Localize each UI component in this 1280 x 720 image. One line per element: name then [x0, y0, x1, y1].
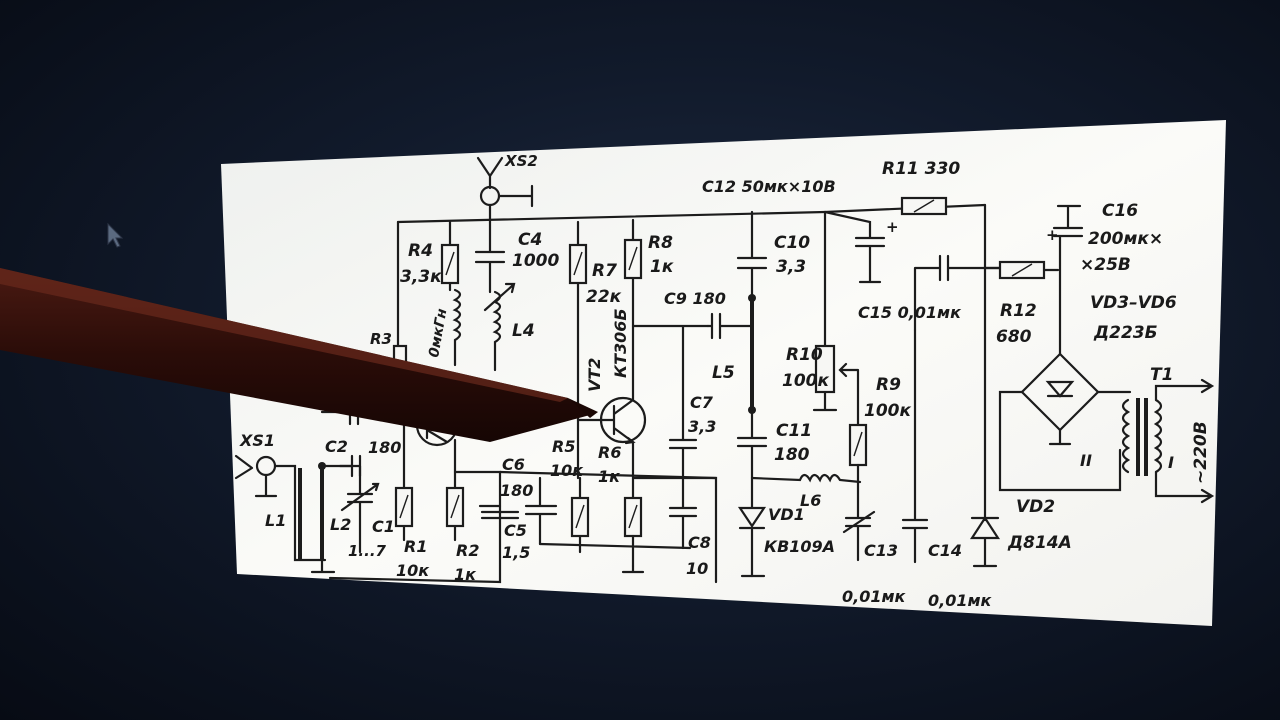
mouse-cursor-icon: [107, 222, 124, 248]
capacitor-c10: [736, 210, 768, 300]
r5-value: 10к: [550, 461, 584, 480]
c11-value: 180: [774, 445, 810, 465]
capacitor-c11: [736, 408, 768, 480]
mains-voltage-label: ~220В: [1191, 421, 1211, 484]
r2-value: 1к: [454, 565, 477, 584]
c10-value: 3,3: [776, 257, 806, 277]
t1-secondary-label: II: [1080, 451, 1092, 470]
c14-value: 0,01мк: [928, 591, 993, 610]
circuit-schematic: XS2 C4 1000 L4 0мкГн R4 3,3к R3 X: [234, 152, 1215, 610]
vd3-vd6-name: VD3–VD6: [1090, 293, 1177, 313]
c12-label: C12 50мк×10В: [702, 177, 836, 196]
c7-value: 3,3: [688, 417, 716, 436]
c12-plus-sign: +: [886, 218, 899, 236]
c1-name: C1: [372, 517, 395, 536]
pointer-stick: [0, 268, 598, 442]
r8-name: R8: [648, 233, 673, 253]
input-jack-xs1: [234, 454, 327, 562]
r3-name: R3: [370, 330, 392, 348]
c7-name: C7: [690, 393, 714, 412]
antenna-xs2: [476, 156, 534, 224]
inductor-l3: [452, 288, 462, 367]
c8-name: C8: [688, 533, 711, 552]
capacitor-c5: [478, 504, 520, 520]
r7-name: R7: [592, 261, 617, 281]
potentiometer-r10: [814, 344, 836, 394]
capacitor-c13: [842, 480, 876, 562]
c5-value: 1,5: [502, 543, 530, 562]
c13-value: 0,01мк: [842, 587, 907, 606]
inductor-l6: [750, 473, 862, 484]
r4-value: 3,3к: [400, 267, 442, 287]
capacitor-c16: [1052, 204, 1084, 356]
l5-label: L5: [712, 363, 735, 383]
vt2-type: КТ306Б: [611, 308, 630, 378]
c1-value: 1...7: [348, 542, 387, 560]
c9-label: C9 180: [664, 289, 726, 308]
vt2-name: VT2: [585, 358, 604, 392]
r6-name: R6: [598, 443, 621, 462]
l4-label: L4: [512, 321, 535, 341]
xs2-label: XS2: [504, 152, 538, 170]
vd3-vd6-type: Д223Б: [1093, 323, 1158, 343]
r11-label: R11 330: [882, 159, 960, 179]
l2-label: L2: [330, 515, 351, 534]
c11-name: C11: [776, 421, 812, 441]
capacitor-c14: [901, 328, 929, 564]
r7-value: 22к: [586, 287, 622, 307]
c13-label: C13: [864, 541, 898, 560]
r8-value: 1к: [650, 257, 674, 277]
c8-value: 10: [686, 559, 708, 578]
varicap-vd1: [737, 476, 767, 578]
capacitor-c7: [631, 324, 710, 480]
schematic-sheet: [221, 120, 1226, 626]
r2-name: R2: [456, 541, 479, 560]
diode-bridge-vd3-vd6: [998, 352, 1132, 492]
c15-label: C15 0,01мк: [858, 303, 962, 322]
vd2-type: Д814А: [1007, 533, 1072, 553]
r12-name: R12: [1000, 301, 1037, 321]
c10-name: C10: [774, 233, 810, 253]
c16-value: 200мк×: [1088, 229, 1163, 249]
l6-label: L6: [800, 491, 821, 510]
c5-name: C5: [504, 521, 527, 540]
c2-name: C2: [325, 437, 348, 456]
r1-value: 10к: [396, 561, 430, 580]
capacitor-c12: [823, 210, 886, 284]
vd1-type: КВ109А: [764, 537, 835, 556]
c2-value: 180: [368, 438, 401, 457]
c14-label: C14: [928, 541, 962, 560]
transistor-vt2: [576, 396, 647, 500]
vd1-name: VD1: [768, 505, 805, 524]
capacitor-c15: [913, 254, 1002, 332]
capacitor-c8: [631, 476, 718, 584]
c6-value: 180: [500, 481, 533, 500]
r12-value: 680: [996, 327, 1032, 347]
r4-name: R4: [408, 241, 433, 261]
c6-name: C6: [502, 455, 525, 474]
r9-value: 100к: [864, 401, 911, 421]
r10-name: R10: [786, 345, 823, 365]
capacitor-c6: [498, 470, 718, 546]
c16-plus-sign: +: [1046, 226, 1059, 244]
t1-label: T1: [1150, 365, 1173, 385]
capacitor-c4: [474, 220, 506, 294]
zener-vd2: [969, 266, 1001, 568]
r1-name: R1: [404, 537, 427, 556]
r6-value: 1к: [598, 467, 621, 486]
xs1-label: XS1: [239, 431, 275, 450]
vd2-name: VD2: [1016, 497, 1055, 517]
c16-voltage: ×25В: [1080, 255, 1131, 275]
l1-label: L1: [265, 511, 286, 530]
r5-name: R5: [552, 437, 575, 456]
c4-value: 1000: [512, 251, 559, 271]
t1-primary-label: I: [1168, 453, 1174, 472]
c4-name: C4: [518, 230, 542, 250]
c16-name: C16: [1102, 201, 1138, 221]
r10-value: 100к: [782, 371, 829, 391]
capacitor-c9: [706, 312, 754, 340]
r9-name: R9: [876, 375, 901, 395]
transformer-t1: [1121, 378, 1215, 504]
